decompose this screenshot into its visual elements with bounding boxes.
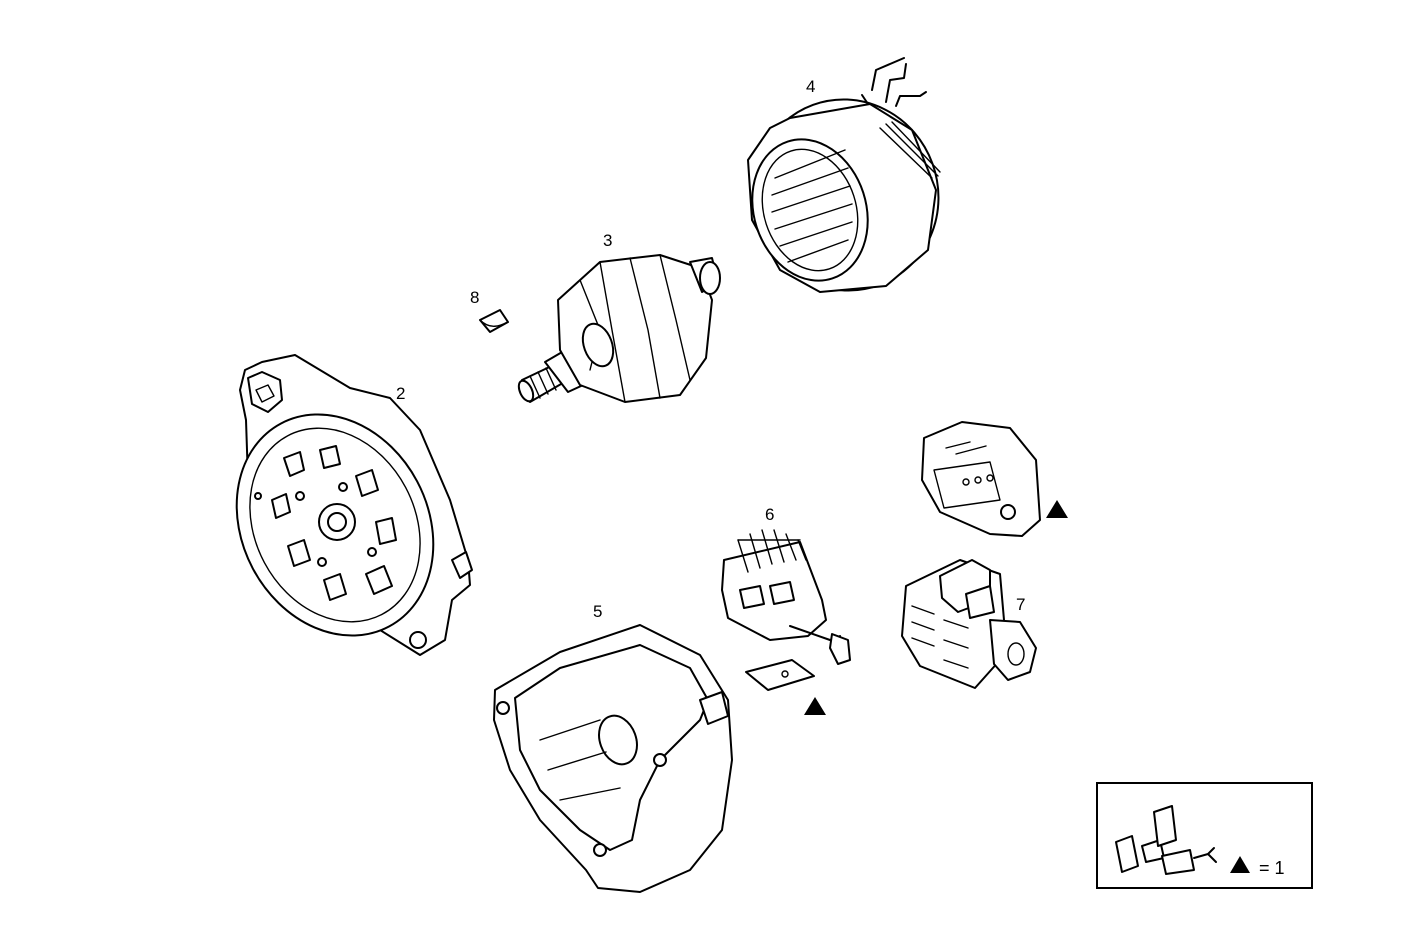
triangle-marker-rectifier-icon	[804, 697, 826, 715]
woodruff-key-part-8	[479, 309, 509, 333]
front-housing-part-2	[235, 354, 473, 656]
rear-housing-part-5	[493, 624, 733, 893]
part-label-3: 3	[603, 231, 613, 250]
part-label-2: 2	[396, 384, 406, 403]
legend-box	[1096, 782, 1313, 889]
voltage-regulator-upper	[921, 421, 1041, 537]
stator-part-4	[747, 57, 941, 293]
part-label-5: 5	[593, 602, 603, 621]
legend-triangle-icon	[1230, 856, 1250, 873]
rotor-part-3	[517, 254, 721, 403]
part-label-4: 4	[806, 77, 816, 96]
legend-equals-text: = 1	[1259, 858, 1285, 878]
part-label-7: 7	[1016, 595, 1026, 614]
voltage-regulator-part-7	[901, 559, 1037, 689]
legend-parts-kit-icon	[1115, 805, 1217, 875]
part-label-8: 8	[470, 288, 480, 307]
triangle-marker-regulator-icon	[1046, 500, 1068, 518]
rectifier-part-6	[721, 529, 851, 691]
part-label-6: 6	[765, 505, 775, 524]
